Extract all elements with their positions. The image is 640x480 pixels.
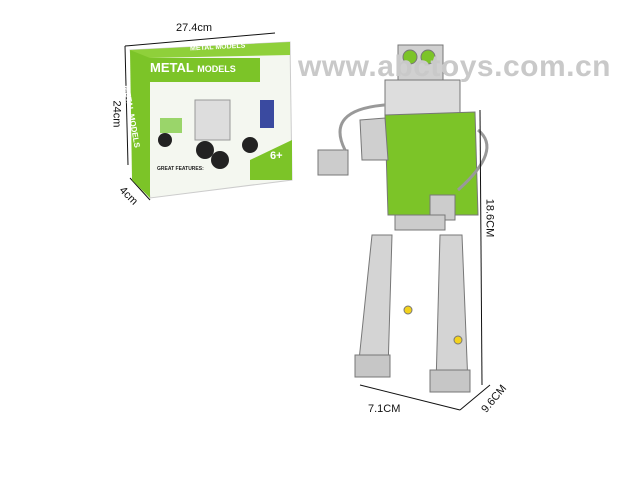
model-height-label: 18.6CM xyxy=(483,198,496,238)
box-width-label: 27.4cm xyxy=(176,22,213,34)
box-height-label: 24cm xyxy=(110,100,123,128)
box-title: METAL MODELS xyxy=(150,60,236,75)
product-box xyxy=(129,41,293,199)
box-features-label: GREAT FEATURES: xyxy=(157,166,204,172)
age-badge: 6+ xyxy=(270,150,283,162)
box-title-main: METAL xyxy=(150,60,194,75)
robot-model xyxy=(317,44,489,393)
box-dimension-lines xyxy=(124,32,276,201)
watermark: www.abctoys.com.cn xyxy=(298,50,611,83)
model-width-label: 7.1CM xyxy=(368,403,401,415)
box-title-sub: MODELS xyxy=(197,64,236,74)
model-dimension-lines xyxy=(359,109,491,411)
